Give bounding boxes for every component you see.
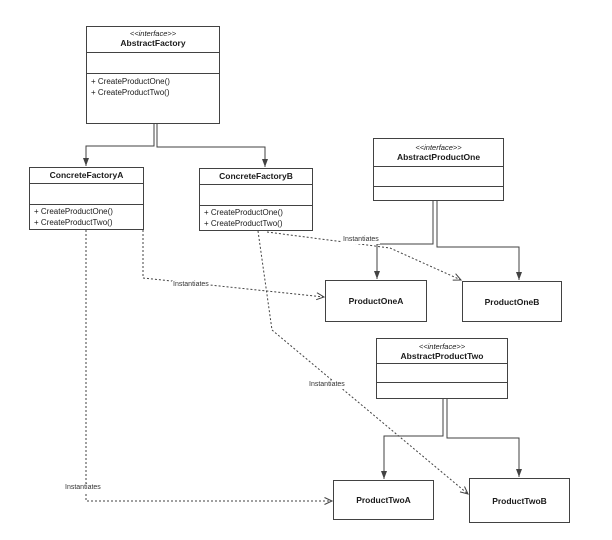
methods-compartment (374, 187, 503, 200)
edge-abstractfactory-to-concretefactoryb (156, 124, 268, 167)
class-product-two-a: ProductTwoA (333, 480, 434, 520)
method-label: + CreateProductOne() (34, 207, 113, 216)
class-name: ProductOneA (348, 296, 404, 306)
edge-abstractproducttwo-to-producttwob (446, 399, 522, 477)
edge-label-instantiates: Instantiates (342, 236, 380, 244)
edge-concretefactorya-instantiates-productonea (142, 230, 326, 301)
edge-concretefactoryb-instantiates-productoneb (266, 231, 463, 281)
edge-concretefactoryb-instantiates-producttwob (257, 230, 469, 495)
method-label: + CreateProductTwo() (91, 87, 170, 97)
class-header: ConcreteFactoryB (200, 169, 312, 185)
method-label: + CreateProductOne() (204, 208, 283, 217)
class-name: AbstractProductTwo (400, 351, 484, 361)
class-name: ProductTwoA (356, 495, 411, 505)
edge-abstractfactory-to-concretefactorya (83, 124, 155, 166)
class-abstract-product-one: <<interface>> AbstractProductOne (373, 138, 504, 201)
class-header: ConcreteFactoryA (30, 168, 143, 184)
class-header: <<interface>> AbstractFactory (87, 27, 219, 53)
class-name: AbstractFactory (120, 38, 186, 48)
class-name: ConcreteFactoryB (219, 171, 293, 181)
methods-compartment (377, 383, 507, 398)
edge-abstractproductone-to-productoneb (436, 201, 522, 280)
class-name: AbstractProductOne (396, 152, 481, 162)
stereotype-label: <<interface>> (129, 29, 177, 38)
edge-label-instantiates: Instantiates (172, 281, 210, 289)
class-product-one-b: ProductOneB (462, 281, 562, 322)
fields-compartment (200, 185, 312, 206)
class-concrete-factory-b: ConcreteFactoryB + CreateProductOne() + … (199, 168, 313, 231)
class-concrete-factory-a: ConcreteFactoryA + CreateProductOne() + … (29, 167, 144, 230)
fields-compartment (377, 364, 507, 383)
method-label: + CreateProductTwo() (34, 217, 113, 227)
class-name: ConcreteFactoryA (49, 170, 124, 180)
edge-abstractproducttwo-to-producttwoa (381, 399, 444, 479)
class-name: ProductOneB (484, 296, 540, 307)
class-product-one-a: ProductOneA (325, 280, 427, 322)
edge-label-instantiates: Instantiates (64, 484, 102, 492)
stereotype-label: <<interface>> (415, 143, 462, 152)
methods-compartment: + CreateProductOne() + CreateProductTwo(… (30, 205, 143, 231)
edge-abstractproductone-to-productonea (374, 201, 434, 279)
methods-compartment: + CreateProductOne() + CreateProductTwo(… (87, 74, 219, 123)
fields-compartment (374, 167, 503, 187)
class-abstract-factory: <<interface>> AbstractFactory + CreatePr… (86, 26, 220, 124)
class-abstract-product-two: <<interface>> AbstractProductTwo (376, 338, 508, 399)
methods-compartment: + CreateProductOne() + CreateProductTwo(… (200, 206, 312, 232)
method-label: + CreateProductOne() (91, 77, 170, 86)
class-product-two-b: ProductTwoB (469, 478, 570, 523)
class-header: <<interface>> AbstractProductTwo (377, 339, 507, 364)
edge-label-instantiates: Instantiates (308, 381, 346, 389)
fields-compartment (87, 53, 219, 74)
stereotype-label: <<interface>> (418, 342, 466, 351)
edge-concretefactorya-instantiates-producttwoa (85, 230, 334, 505)
method-label: + CreateProductTwo() (204, 218, 283, 228)
class-header: <<interface>> AbstractProductOne (374, 139, 503, 167)
fields-compartment (30, 184, 143, 205)
class-name: ProductTwoB (492, 495, 547, 506)
